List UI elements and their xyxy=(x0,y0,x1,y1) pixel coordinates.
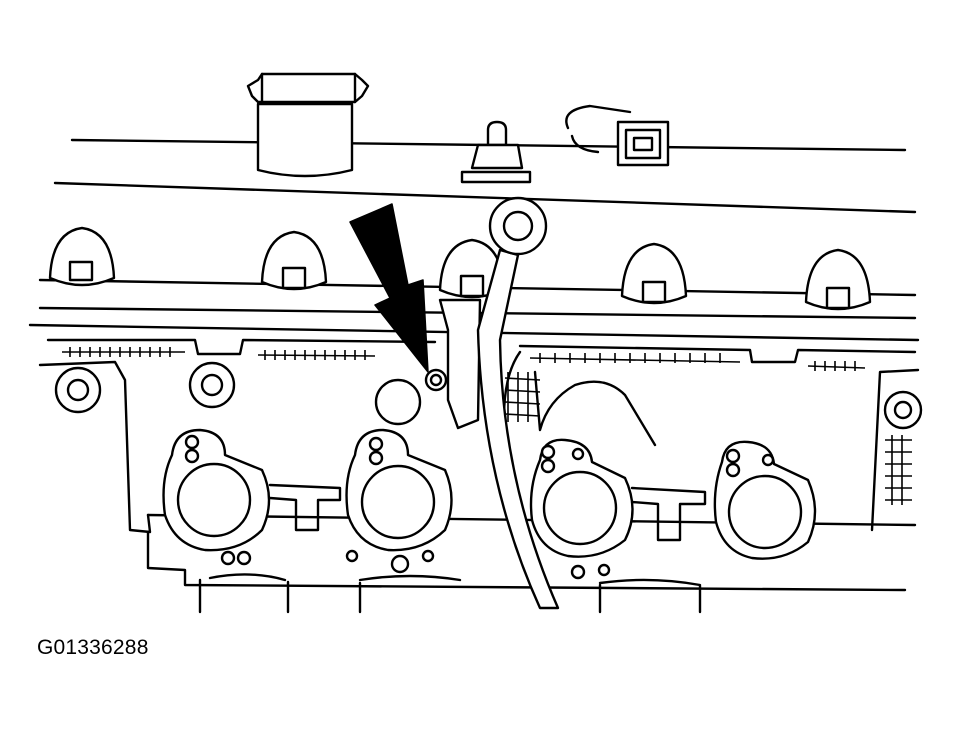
head-gasket-edge xyxy=(46,338,917,371)
oil-filler-cap xyxy=(246,72,370,178)
cover-nut-1 xyxy=(48,226,116,287)
intake-port-1 xyxy=(162,428,271,566)
cover-nut-5 xyxy=(804,248,872,311)
port-bracket xyxy=(268,483,707,542)
intake-port-3 xyxy=(529,438,634,580)
figure-code: G01336288 xyxy=(37,636,149,659)
cover-nut-2 xyxy=(260,230,328,291)
ground-cable xyxy=(476,196,560,610)
cast-grid xyxy=(504,372,912,505)
strap-bracket xyxy=(424,298,482,430)
pointer-arrow xyxy=(349,203,429,373)
cover-nut-3 xyxy=(438,238,506,299)
wire-connector xyxy=(565,104,670,167)
intake-port-4 xyxy=(713,440,817,560)
cover-nut-4 xyxy=(620,242,688,305)
sensor-plug xyxy=(460,120,532,184)
intake-port-2 xyxy=(345,428,453,574)
head-plugs xyxy=(54,361,923,430)
